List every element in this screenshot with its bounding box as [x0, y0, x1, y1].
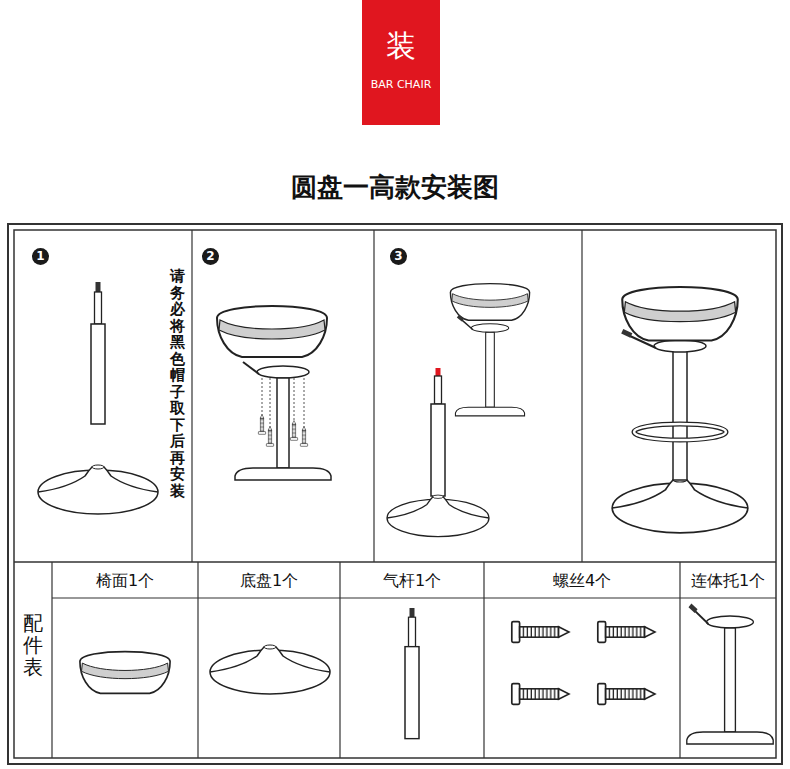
callout-number: 3: [390, 248, 407, 265]
header-char: 装: [362, 0, 440, 64]
callout-number: 2: [202, 248, 219, 265]
header-badge: 装 BAR CHAIR: [362, 0, 440, 125]
table-header-cell: 底盘1个: [198, 566, 340, 596]
table-header-cell: 连体托1个: [680, 566, 776, 596]
table-header-cell: 气杆1个: [340, 566, 484, 596]
parts-list-label: 配件表: [23, 612, 43, 678]
diagram-title: 圆盘一高款安装图: [0, 170, 790, 205]
install-note: 请务必将黑色帽子取下后再安装: [170, 268, 185, 499]
callout-number: 1: [32, 248, 49, 265]
header-subtitle: BAR CHAIR: [362, 78, 440, 92]
table-header-cell: 椅面1个: [52, 566, 198, 596]
table-header-cell: 螺丝4个: [484, 566, 680, 596]
